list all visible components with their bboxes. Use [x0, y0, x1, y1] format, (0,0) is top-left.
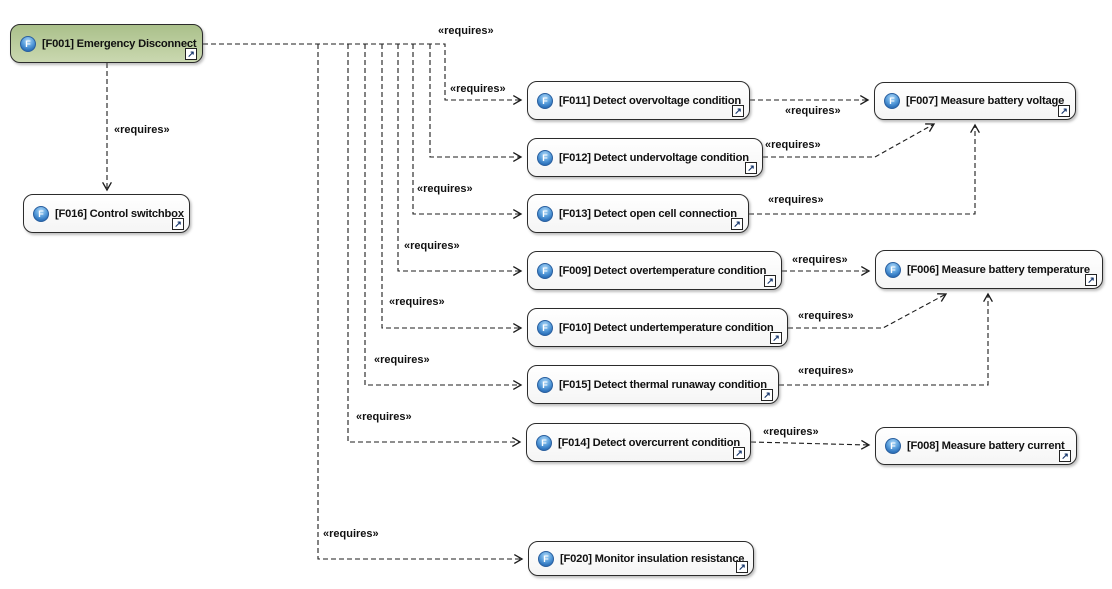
function-icon: F [885, 261, 901, 278]
node-label: [F006] Measure battery temperature [907, 263, 1090, 276]
node-F012[interactable]: F [F012] Detect undervoltage condition↗ [527, 138, 763, 177]
node-label: [F011] Detect overvoltage condition [559, 94, 741, 107]
function-icon: F [538, 550, 554, 567]
dependency-edge-F001-F015[interactable] [364, 44, 523, 390]
edge-stereotype-label: «requires» [798, 310, 854, 322]
navigate-link-icon[interactable]: ↗ [761, 389, 773, 401]
navigate-link-icon[interactable]: ↗ [732, 105, 744, 117]
navigate-link-icon[interactable]: ↗ [731, 218, 743, 230]
function-icon: F [537, 376, 553, 393]
function-icon: F [537, 205, 553, 222]
navigate-link-icon[interactable]: ↗ [745, 162, 757, 174]
dependency-edge-F001-F010[interactable] [381, 44, 523, 333]
dependency-edge-F015-F006[interactable] [779, 292, 993, 386]
node-label: [F016] Control switchbox [55, 207, 184, 220]
function-icon: F [885, 438, 901, 454]
dependency-edge-F001-F012[interactable] [429, 44, 523, 162]
node-F016[interactable]: F [F016] Control switchbox↗ [23, 194, 190, 233]
edge-stereotype-label: «requires» [785, 105, 841, 117]
dependency-edge-F012-F007[interactable] [763, 123, 936, 158]
node-label: [F020] Monitor insulation resistance [560, 552, 745, 565]
node-F013[interactable]: F [F013] Detect open cell connection↗ [527, 194, 749, 233]
node-label: [F013] Detect open cell connection [559, 207, 737, 220]
node-label: [F007] Measure battery voltage [906, 95, 1065, 107]
navigate-link-icon[interactable]: ↗ [770, 332, 782, 344]
function-icon: F [20, 35, 36, 52]
node-label: [F015] Detect thermal runaway condition [559, 378, 767, 391]
navigate-link-icon[interactable]: ↗ [185, 48, 197, 60]
node-label: [F001] Emergency Disconnect [42, 37, 197, 50]
edge-stereotype-label: «requires» [763, 426, 819, 438]
edge-stereotype-label: «requires» [438, 25, 494, 37]
function-icon: F [33, 205, 49, 222]
navigate-link-icon[interactable]: ↗ [733, 447, 745, 459]
dependency-edge-F001-F013[interactable] [412, 44, 523, 219]
function-icon: F [884, 93, 900, 109]
edge-stereotype-label: «requires» [374, 354, 430, 366]
edge-stereotype-label: «requires» [768, 194, 824, 206]
dependency-edge-F001-F014[interactable] [347, 44, 522, 447]
function-icon: F [536, 434, 552, 451]
function-icon: F [537, 319, 553, 336]
edge-stereotype-label: «requires» [450, 83, 506, 95]
node-F014[interactable]: F [F014] Detect overcurrent condition↗ [526, 423, 751, 462]
navigate-link-icon[interactable]: ↗ [1058, 105, 1070, 117]
node-label: [F010] Detect undertemperature condition [559, 321, 774, 334]
node-F001[interactable]: F [F001] Emergency Disconnect↗ [10, 24, 203, 63]
navigate-link-icon[interactable]: ↗ [764, 275, 776, 287]
edge-stereotype-label: «requires» [323, 528, 379, 540]
node-F007[interactable]: F [F007] Measure battery voltage↗ [874, 82, 1076, 120]
navigate-link-icon[interactable]: ↗ [172, 218, 184, 230]
function-icon: F [537, 149, 553, 166]
edge-stereotype-label: «requires» [798, 365, 854, 377]
node-F010[interactable]: F [F010] Detect undertemperature conditio… [527, 308, 788, 347]
navigate-link-icon[interactable]: ↗ [736, 561, 748, 573]
navigate-link-icon[interactable]: ↗ [1085, 274, 1097, 286]
dependency-edge-F001-F011[interactable] [203, 43, 523, 105]
dependency-edge-F013-F007[interactable] [749, 123, 980, 215]
node-label: [F009] Detect overtemperature condition [559, 264, 767, 277]
node-label: [F008] Measure battery current [907, 440, 1065, 452]
node-label: [F012] Detect undervoltage condition [559, 151, 749, 164]
edge-stereotype-label: «requires» [404, 240, 460, 252]
edge-stereotype-label: «requires» [114, 124, 170, 136]
edge-stereotype-label: «requires» [389, 296, 445, 308]
edge-stereotype-label: «requires» [765, 139, 821, 151]
node-F015[interactable]: F [F015] Detect thermal runaway condition… [527, 365, 779, 404]
node-F009[interactable]: F [F009] Detect overtemperature condition… [527, 251, 782, 290]
dependency-edge-F001-F009[interactable] [397, 44, 523, 276]
dependency-edge-F001-F020[interactable] [317, 44, 524, 564]
node-F011[interactable]: F [F011] Detect overvoltage condition↗ [527, 81, 750, 120]
function-icon: F [537, 92, 553, 109]
edge-stereotype-label: «requires» [417, 183, 473, 195]
node-F020[interactable]: F [F020] Monitor insulation resistance↗ [528, 541, 754, 576]
node-label: [F014] Detect overcurrent condition [558, 436, 740, 449]
navigate-link-icon[interactable]: ↗ [1059, 450, 1071, 462]
edge-stereotype-label: «requires» [792, 254, 848, 266]
node-F008[interactable]: F [F008] Measure battery current↗ [875, 427, 1077, 465]
function-icon: F [537, 262, 553, 279]
node-F006[interactable]: F [F006] Measure battery temperature↗ [875, 250, 1103, 289]
edge-stereotype-label: «requires» [356, 411, 412, 423]
dependency-edge-F014-F008[interactable] [750, 439, 871, 450]
